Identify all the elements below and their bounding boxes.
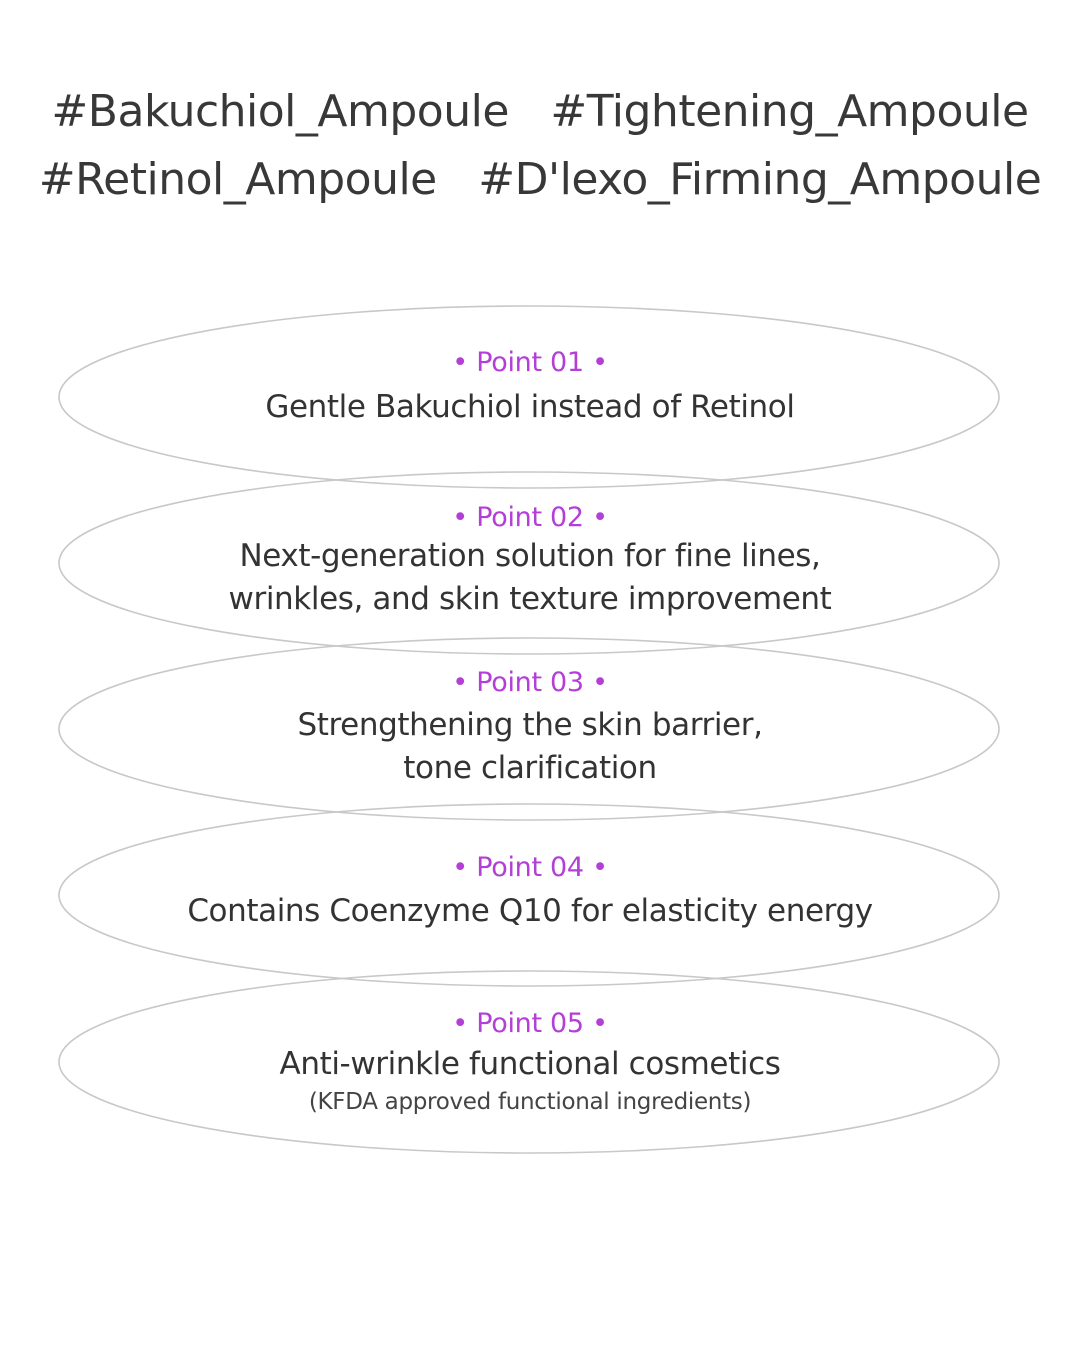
point-03-text-line-1: Strengthening the skin barrier, bbox=[297, 707, 763, 743]
hashtag-row-2: #Retinol_Ampoule #D'lexo_Firming_Ampoule bbox=[0, 146, 1080, 214]
point-02: • Point 02 • Next-generation solution fo… bbox=[60, 501, 1000, 621]
point-05-label: • Point 05 • bbox=[452, 1008, 608, 1039]
ellipse-point-04 bbox=[58, 803, 1000, 987]
hashtag-block: #Bakuchiol_Ampoule #Tightening_Ampoule #… bbox=[0, 78, 1080, 214]
point-05-text: Anti-wrinkle functional cosmetics bbox=[279, 1046, 781, 1082]
point-03-text-line-2: tone clarification bbox=[403, 750, 657, 786]
point-04-label: • Point 04 • bbox=[452, 852, 608, 883]
point-01: • Point 01 • Gentle Bakuchiol instead of… bbox=[60, 346, 1000, 429]
point-03: • Point 03 • Strengthening the skin barr… bbox=[60, 666, 1000, 790]
point-02-text-line-1: Next-generation solution for fine lines, bbox=[239, 538, 821, 574]
ellipse-point-03 bbox=[58, 637, 1000, 821]
point-03-label: • Point 03 • bbox=[452, 667, 608, 698]
hashtag-dlexo: #D'lexo_Firming_Ampoule bbox=[478, 154, 1042, 205]
hashtag-row-1: #Bakuchiol_Ampoule #Tightening_Ampoule bbox=[0, 78, 1080, 146]
point-01-label: • Point 01 • bbox=[452, 347, 608, 378]
point-05: • Point 05 • Anti-wrinkle functional cos… bbox=[60, 1007, 1000, 1118]
ellipse-point-01 bbox=[58, 305, 1000, 489]
point-02-label: • Point 02 • bbox=[452, 502, 608, 533]
point-05-note: (KFDA approved functional ingredients) bbox=[308, 1089, 752, 1115]
point-02-text-line-2: wrinkles, and skin texture improvement bbox=[228, 581, 832, 617]
point-04-text: Contains Coenzyme Q10 for elasticity ene… bbox=[187, 893, 873, 929]
hashtag-bakuchiol: #Bakuchiol_Ampoule bbox=[51, 86, 509, 137]
hashtag-retinol: #Retinol_Ampoule bbox=[38, 154, 438, 205]
ellipse-point-02 bbox=[58, 471, 1000, 655]
hashtag-tightening: #Tightening_Ampoule bbox=[550, 86, 1029, 137]
point-04: • Point 04 • Contains Coenzyme Q10 for e… bbox=[60, 851, 1000, 933]
ellipse-point-05 bbox=[58, 970, 1000, 1154]
point-01-text: Gentle Bakuchiol instead of Retinol bbox=[265, 389, 795, 425]
